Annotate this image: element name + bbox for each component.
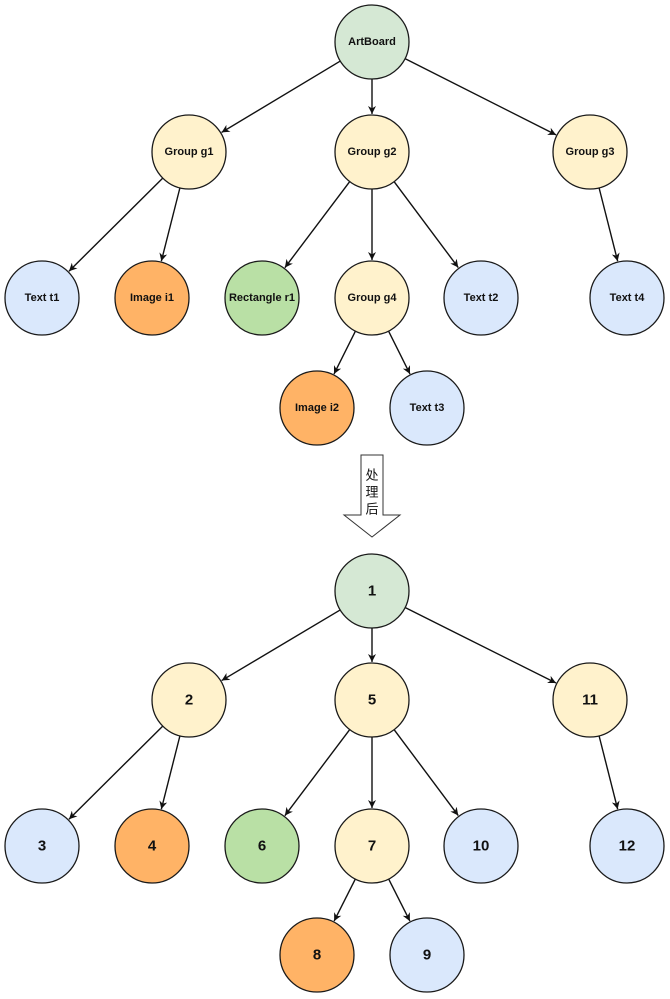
top-node-circle-g4 (334, 260, 410, 336)
top-node-circle-g3 (552, 114, 628, 190)
bottom-node-circle-n5 (334, 662, 410, 738)
top-node-circle-t4 (589, 260, 665, 336)
bottom-node-circle-n7 (334, 808, 410, 884)
bottom-node-n4: 4 (114, 808, 190, 884)
bottom-node-n1: 1 (334, 553, 410, 629)
bottom-node-label-n10: 10 (473, 838, 490, 855)
bottom-node-circle-n4 (114, 808, 190, 884)
bottom-node-n3: 3 (4, 808, 80, 884)
top-node-label-g3: Group g3 (566, 146, 615, 158)
bottom-node-circle-n1 (334, 553, 410, 629)
top-node-label-g1: Group g1 (165, 146, 214, 158)
top-edge-g1-to-i1 (159, 187, 181, 262)
top-node-label-artboard: ArtBoard (348, 36, 396, 48)
bottom-node-n6: 6 (224, 808, 300, 884)
top-edge-g2-to-r1 (284, 181, 351, 269)
bottom-tree-edges (68, 606, 620, 922)
top-edge-g1-to-t1 (68, 177, 164, 272)
bottom-node-circle-n12 (589, 808, 665, 884)
bottom-node-label-n6: 6 (258, 838, 266, 855)
top-node-i2: Image i2 (279, 370, 355, 446)
bottom-edge-n2-to-n4 (159, 735, 181, 810)
top-node-label-t1: Text t1 (25, 292, 60, 304)
top-node-circle-g1 (151, 114, 227, 190)
transition-label-3: 后 (365, 503, 378, 518)
top-node-t2: Text t2 (443, 260, 519, 336)
top-node-circle-t1 (4, 260, 80, 336)
bottom-node-label-n7: 7 (368, 838, 376, 855)
top-edge-g4-to-t3 (387, 330, 411, 375)
bottom-node-label-n1: 1 (368, 583, 376, 600)
bottom-node-n7: 7 (334, 808, 410, 884)
transition-label-1: 处 (365, 469, 378, 484)
bottom-node-circle-n6 (224, 808, 300, 884)
bottom-node-label-n4: 4 (148, 838, 157, 855)
bottom-node-circle-n8 (279, 917, 355, 993)
bottom-node-label-n11: 11 (582, 692, 598, 709)
bottom-edge-n7-to-n8 (333, 878, 356, 922)
bottom-edge-n2-to-n3 (68, 725, 164, 820)
bottom-edge-n1-to-n11 (404, 606, 557, 684)
bottom-node-n2: 2 (151, 662, 227, 738)
bottom-node-n9: 9 (389, 917, 465, 993)
top-node-r1: Rectangle r1 (224, 260, 300, 336)
top-tree-edges (68, 58, 620, 375)
bottom-node-label-n5: 5 (368, 692, 376, 709)
top-node-g1: Group g1 (151, 114, 227, 190)
transition-label-2: 理 (365, 486, 378, 501)
top-node-i1: Image i1 (114, 260, 190, 336)
bottom-node-label-n9: 9 (423, 947, 431, 964)
bottom-node-circle-n9 (389, 917, 465, 993)
bottom-node-n12: 12 (589, 808, 665, 884)
top-node-circle-i1 (114, 260, 190, 336)
top-node-circle-g2 (334, 114, 410, 190)
bottom-node-n11: 11 (552, 662, 628, 738)
bottom-node-label-n3: 3 (38, 838, 46, 855)
top-node-label-r1: Rectangle r1 (229, 292, 295, 304)
transition-arrow: 处 理 后 (342, 454, 402, 538)
bottom-edge-n5-to-n6 (284, 729, 351, 817)
top-node-circle-t3 (389, 370, 465, 446)
top-edge-artboard-to-g1 (221, 60, 341, 134)
top-node-t4: Text t4 (589, 260, 665, 336)
top-node-label-g4: Group g4 (348, 292, 398, 304)
top-node-t1: Text t1 (4, 260, 80, 336)
top-node-g3: Group g3 (552, 114, 628, 190)
top-node-circle-artboard (334, 4, 410, 80)
top-node-label-i1: Image i1 (130, 292, 174, 304)
bottom-node-n8: 8 (279, 917, 355, 993)
top-node-label-t3: Text t3 (410, 402, 445, 414)
bottom-node-circle-n2 (151, 662, 227, 738)
bottom-edge-n7-to-n9 (388, 878, 411, 922)
top-node-circle-t2 (443, 260, 519, 336)
bottom-node-n5: 5 (334, 662, 410, 738)
top-node-artboard: ArtBoard (334, 4, 410, 80)
bottom-node-circle-n3 (4, 808, 80, 884)
top-node-circle-i2 (279, 370, 355, 446)
top-node-g2: Group g2 (334, 114, 410, 190)
bottom-edge-n11-to-n12 (598, 735, 620, 810)
bottom-node-n10: 10 (443, 808, 519, 884)
top-node-circle-r1 (224, 260, 300, 336)
top-edge-g4-to-i2 (333, 330, 357, 375)
bottom-node-circle-n11 (552, 662, 628, 738)
bottom-node-label-n12: 12 (619, 838, 636, 855)
top-node-t3: Text t3 (389, 370, 465, 446)
top-edge-g3-to-t4 (598, 187, 620, 262)
bottom-edge-n1-to-n2 (221, 609, 341, 682)
top-node-label-t4: Text t4 (610, 292, 646, 304)
top-node-label-i2: Image i2 (295, 402, 339, 414)
bottom-edge-n5-to-n10 (393, 729, 459, 816)
top-edge-g2-to-t2 (393, 181, 459, 268)
bottom-node-label-n8: 8 (313, 947, 321, 964)
top-edge-artboard-to-g3 (404, 58, 557, 136)
top-node-label-t2: Text t2 (464, 292, 499, 304)
top-node-g4: Group g4 (334, 260, 410, 336)
top-node-label-g2: Group g2 (348, 146, 397, 158)
bottom-node-circle-n10 (443, 808, 519, 884)
bottom-node-label-n2: 2 (185, 692, 193, 709)
